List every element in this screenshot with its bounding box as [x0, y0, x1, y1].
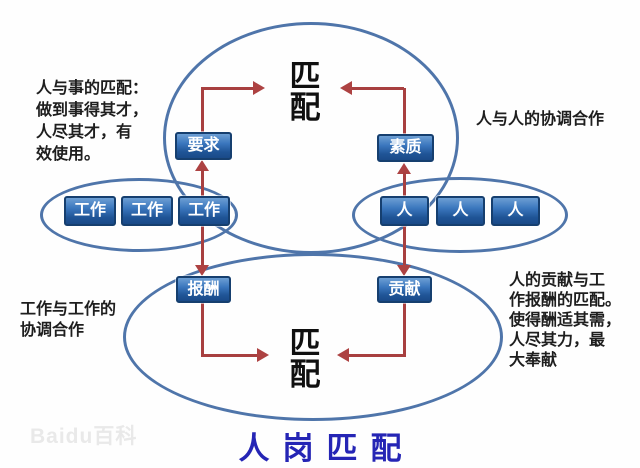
- job-box: 工作: [178, 196, 230, 226]
- person-box: 人: [491, 196, 540, 226]
- arrow-line: [201, 88, 204, 134]
- arrowhead-up-icon: [397, 163, 411, 174]
- top-match-label: 匹配: [289, 59, 321, 125]
- job-box: 工作: [121, 196, 173, 226]
- arrowhead-up-icon: [195, 160, 209, 171]
- reward-box: 报酬: [176, 276, 231, 303]
- arrow-line: [201, 87, 253, 90]
- arrowhead-right-icon: [253, 81, 265, 95]
- arrow-line: [352, 87, 404, 90]
- arrowhead-left-icon: [337, 348, 349, 362]
- jobs-ellipse: [40, 178, 238, 252]
- arrowhead-down-icon: [195, 265, 209, 276]
- baidu-baike-watermark: Baidu百科: [30, 425, 138, 448]
- people-ellipse: [352, 177, 568, 253]
- requirement-box: 要求: [175, 132, 232, 160]
- arrowhead-left-icon: [340, 81, 352, 95]
- arrow-line: [403, 303, 406, 357]
- arrowhead-down-icon: [397, 265, 411, 276]
- quality-box: 素质: [377, 134, 434, 162]
- arrow-line: [403, 88, 406, 136]
- arrow-line: [201, 303, 204, 357]
- arrowhead-right-icon: [257, 348, 269, 362]
- annotation-contribution-reward: 人的贡献与工 作报酬的匹配。 使得酬适其需， 人尽其力，最 大奉献: [509, 272, 622, 369]
- annotation-person-job: 人与事的匹配： 做到事得其才， 人尽其才，有 效使用。: [36, 80, 149, 163]
- bottom-match-ellipse: [123, 253, 503, 421]
- job-box: 工作: [64, 196, 116, 226]
- annotation-job-job: 工作与工作的 协调合作: [20, 301, 117, 339]
- annotation-person-person: 人与人的协调合作: [476, 111, 605, 128]
- contribution-box: 贡献: [377, 276, 432, 303]
- arrow-line: [349, 354, 405, 357]
- diagram-title: 人岗匹配: [238, 431, 415, 466]
- person-box: 人: [380, 196, 429, 226]
- arrow-line: [201, 354, 257, 357]
- bottom-match-label: 匹配: [289, 326, 321, 392]
- person-box: 人: [436, 196, 485, 226]
